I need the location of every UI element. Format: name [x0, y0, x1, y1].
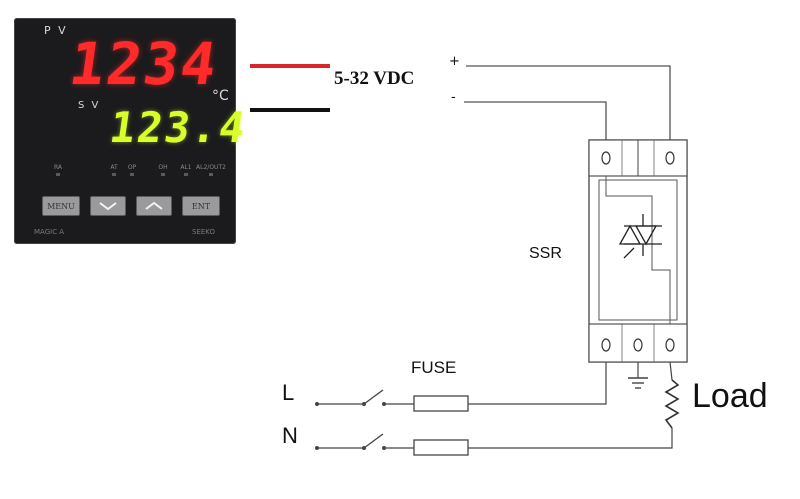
indicator-al1: AL1 [172, 164, 200, 176]
ssr-label: SSR [529, 245, 562, 262]
brand-model-label: MAGIC A [34, 228, 65, 236]
indicator-al2-out2: AL2/OUT2 [194, 164, 228, 176]
indicator-led [112, 173, 116, 176]
indicator-at: AT [100, 164, 128, 176]
indicator-label: RA [53, 164, 63, 171]
ssr-terminal-screw [633, 338, 643, 352]
down-button[interactable] [90, 196, 126, 216]
unit-label: °C [212, 88, 229, 104]
brand-logo: SEEKO [192, 228, 216, 236]
chevron-up-icon [145, 201, 163, 210]
sv-label: S V [78, 100, 101, 111]
ent-button-label: ENT [191, 201, 211, 211]
menu-button-label: MENU [47, 201, 75, 211]
load-resistor-icon [664, 361, 680, 429]
indicator-oh: OH [149, 164, 177, 176]
dc-positive-line [466, 65, 671, 148]
load-label: Load [692, 377, 768, 415]
indicator-led [184, 173, 188, 176]
indicator-label: AL1 [180, 164, 192, 171]
indicator-label: AT [110, 164, 118, 171]
line-l-circuit [315, 362, 607, 412]
ssr-terminal-screw [601, 151, 611, 165]
ssr-terminal-screw [601, 338, 611, 352]
indicator-label: AL2/OUT2 [196, 164, 226, 171]
dc-negative-line [464, 101, 607, 148]
ssr-terminal-screw [665, 151, 675, 165]
indicator-led [130, 173, 134, 176]
supply-voltage-label: 5-32 VDC [334, 68, 415, 89]
up-button[interactable] [136, 196, 172, 216]
temperature-controller: P V 1234 S V °C 123.4 RA AT OP OH AL1 AL… [14, 18, 250, 244]
neutral-label: N [282, 423, 298, 448]
fuse-label: FUSE [411, 358, 457, 377]
indicator-label: OP [127, 164, 137, 171]
triac-icon [618, 214, 662, 259]
menu-button[interactable]: MENU [42, 196, 80, 216]
ssr-terminal-screw [665, 338, 675, 352]
indicator-led [209, 173, 213, 176]
minus-sign: - [451, 90, 456, 105]
ground-icon [628, 362, 648, 389]
indicator-led [56, 173, 60, 176]
indicator-ra: RA [44, 164, 72, 176]
fuse-icon [413, 395, 469, 412]
pv-label: P V [44, 24, 68, 37]
ssr-inner-panel [598, 179, 678, 321]
fuse-icon [413, 439, 469, 456]
chevron-down-icon [99, 202, 117, 211]
ent-button[interactable]: ENT [182, 196, 220, 216]
switch-icon [363, 389, 384, 405]
plus-sign: + [449, 54, 460, 69]
ssr-relay [588, 139, 688, 363]
line-label: L [282, 380, 295, 405]
indicator-led [161, 173, 165, 176]
line-n-circuit [315, 428, 673, 456]
switch-icon [363, 433, 384, 449]
ssr-bottom-terminal-block [588, 323, 688, 363]
indicator-op: OP [118, 164, 146, 176]
indicator-label: OH [158, 164, 168, 171]
